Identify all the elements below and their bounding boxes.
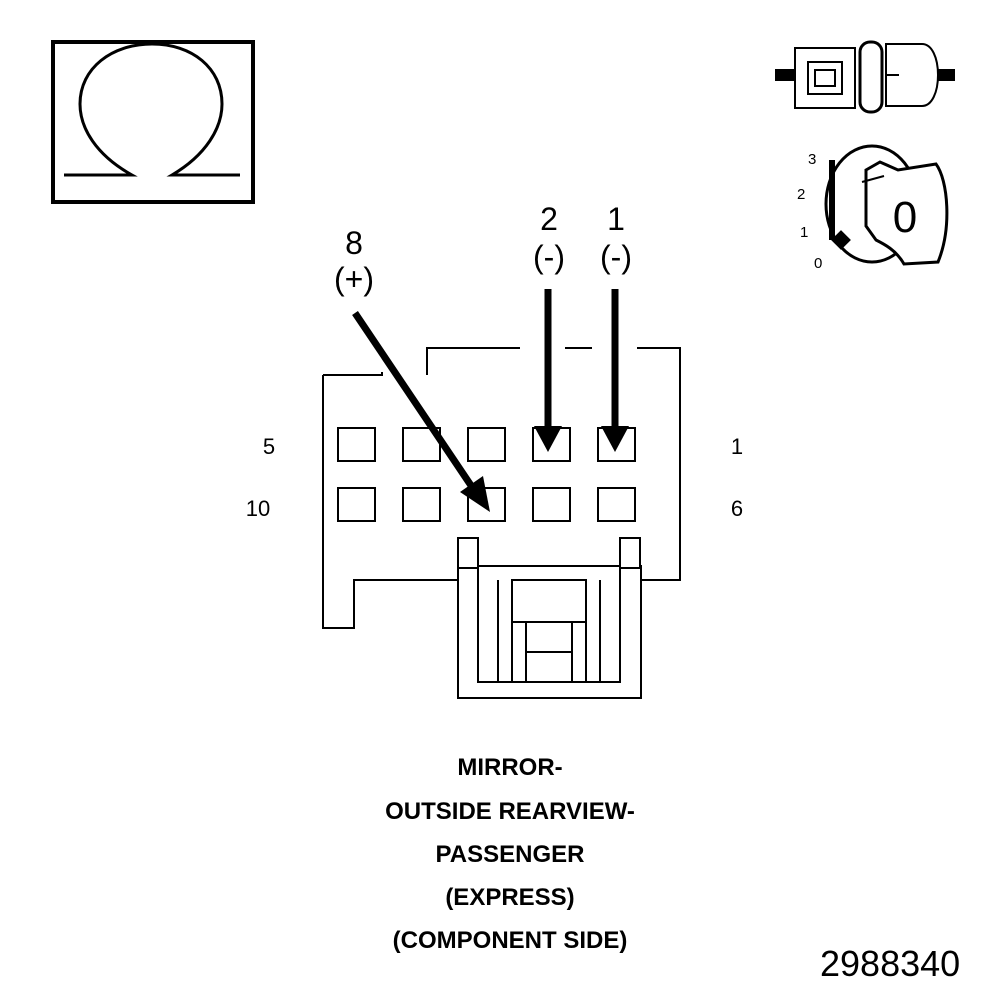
key-position-label: 0 <box>893 193 917 242</box>
probe-arrow-8 <box>352 311 490 512</box>
probe-polarity-8: (+) <box>334 261 374 297</box>
key-position-0: 0 <box>814 255 822 272</box>
cavity-10 <box>337 487 376 522</box>
connector-disconnected-icon <box>775 40 955 114</box>
cavity-9 <box>402 487 441 522</box>
probe-pin-2: 2 <box>540 201 558 237</box>
caption-line-3: PASSENGER <box>435 841 585 868</box>
key-position-1: 1 <box>800 224 808 241</box>
row-label-top-left: 5 <box>263 434 275 459</box>
caption-line-5: (COMPONENT SIDE) <box>392 927 628 954</box>
caption-line-4: (EXPRESS) <box>445 884 575 911</box>
connector-cavities <box>337 427 636 522</box>
cavity-3 <box>467 427 506 462</box>
row-label-top-right: 1 <box>731 434 743 459</box>
row-label-bottom-right: 6 <box>731 496 743 521</box>
probe-pin-1: 1 <box>607 201 625 237</box>
ignition-key-icon: 0 3 2 1 0 <box>797 144 949 272</box>
caption-line-2: OUTSIDE REARVIEW- <box>385 798 635 825</box>
cavity-7 <box>532 487 571 522</box>
cavity-5 <box>337 427 376 462</box>
key-position-3: 3 <box>808 151 816 168</box>
probe-pin-8: 8 <box>345 225 363 261</box>
probe-polarity-1: (-) <box>600 239 632 275</box>
probe-polarity-2: (-) <box>533 239 565 275</box>
caption-line-1: MIRROR- <box>457 754 563 781</box>
figure-number: 2988340 <box>820 943 961 984</box>
connector-body <box>322 347 681 699</box>
ohm-icon <box>51 40 255 204</box>
probe-arrow-1 <box>601 289 629 452</box>
key-position-2: 2 <box>797 186 805 203</box>
probe-arrow-2 <box>534 289 562 452</box>
row-label-bottom-left: 10 <box>246 496 270 521</box>
cavity-6 <box>597 487 636 522</box>
